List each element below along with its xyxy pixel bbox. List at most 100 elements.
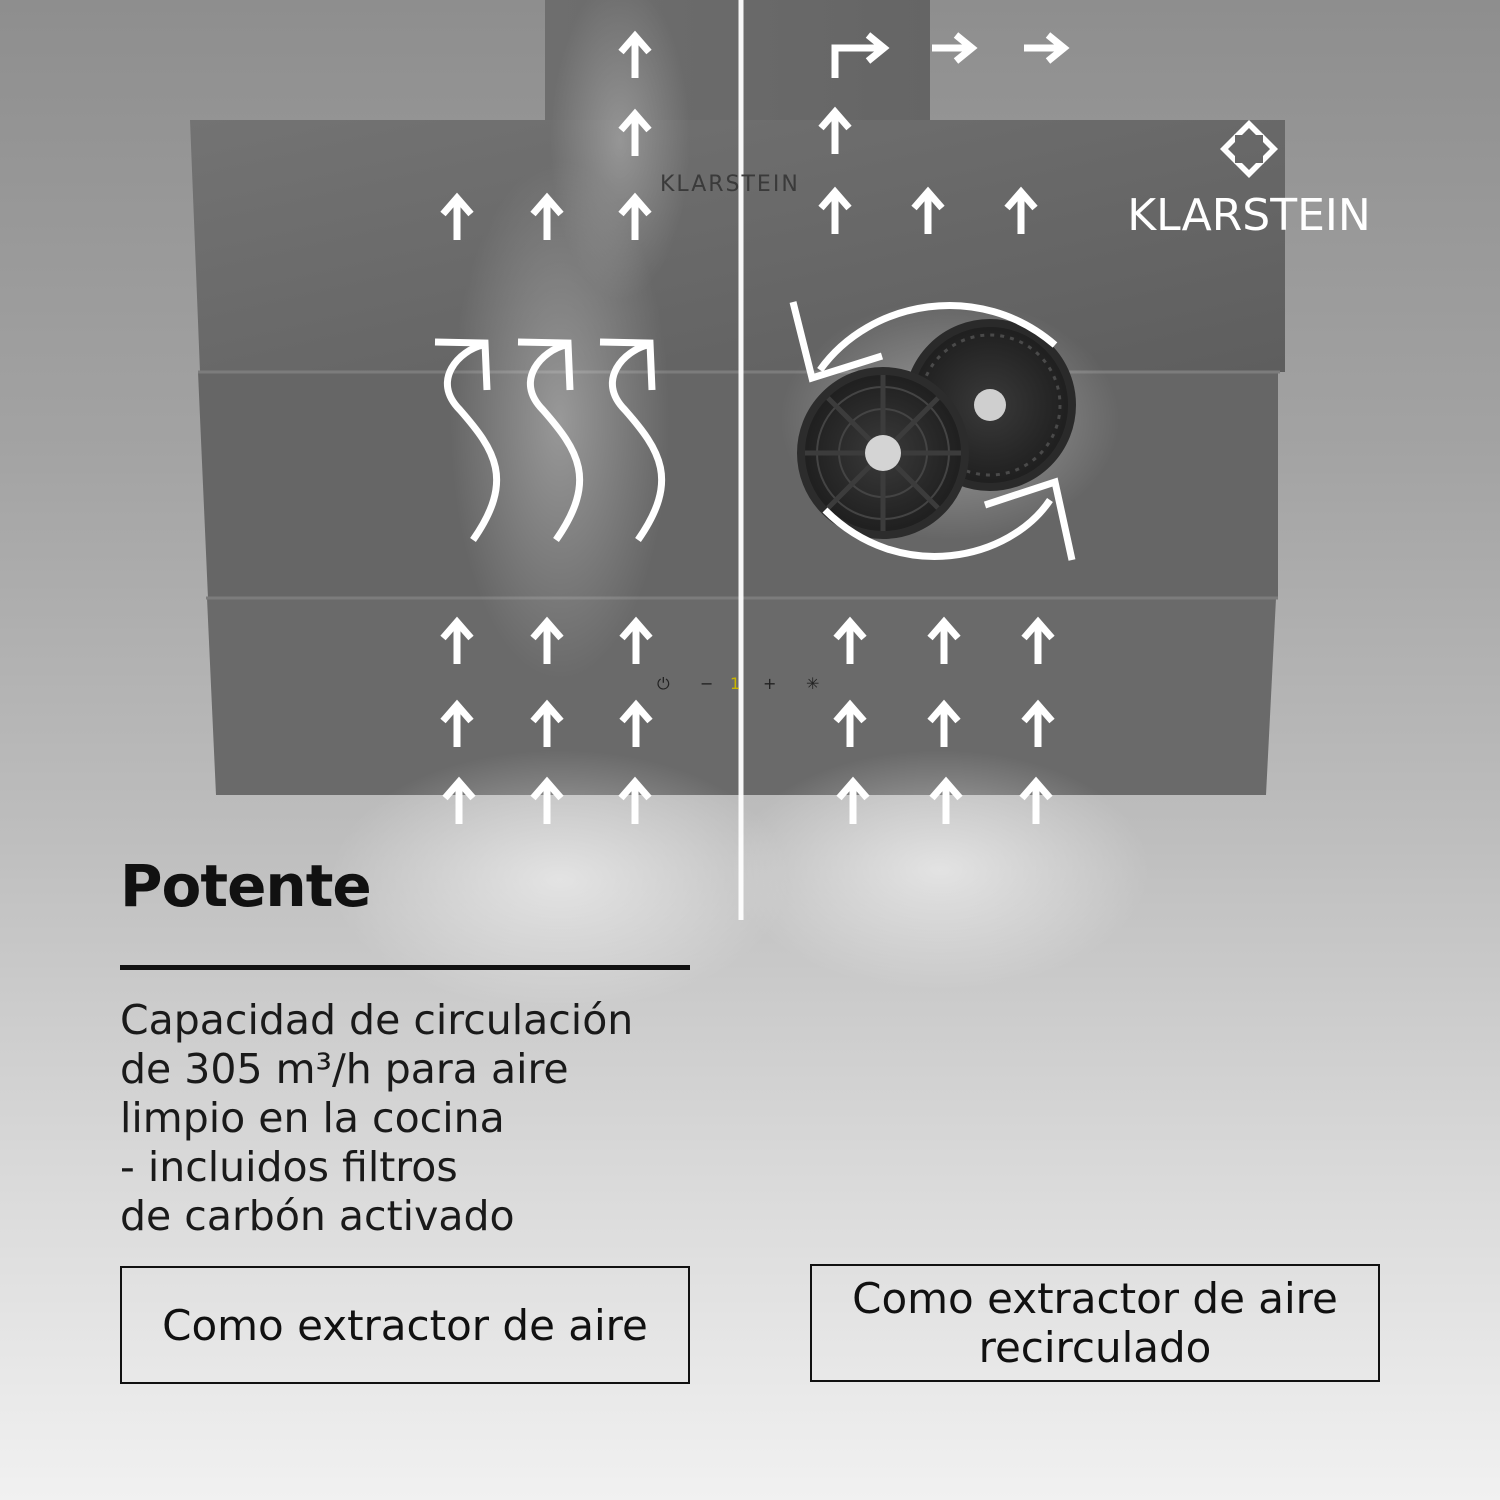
arrow-head [1045,32,1070,64]
arrow-shaft [831,44,880,78]
arrow-head [618,108,652,133]
up-arrow-icon [1021,616,1055,664]
carbon-filter-front [797,367,969,539]
arrow-curve [822,498,1053,560]
arrow-head [929,776,963,801]
arrow-head [530,192,564,217]
up-arrow-icon [927,699,961,747]
arrow-head [434,338,491,391]
up-arrow-icon [833,616,867,664]
arrow-head [530,616,564,641]
up-arrow-icon [530,192,564,240]
arrow-curve [608,341,666,543]
up-arrow-icon [818,186,852,234]
up-arrow-icon [619,699,653,747]
recirculation-arrows [789,32,1076,824]
arrow-head [618,192,652,217]
arrow-head [619,616,653,641]
arrow-head [983,477,1076,561]
arrow-head [836,776,870,801]
up-arrow-icon [442,776,476,824]
arrow-head [442,776,476,801]
arrow-curve [443,341,501,543]
arrow-head [833,699,867,724]
up-arrow-icon [818,106,852,154]
arrow-head [1004,186,1038,211]
arrow-head [599,338,656,391]
up-arrow-icon [618,192,652,240]
arrow-head [789,301,884,383]
arrow-head [818,106,852,131]
arrow-head [927,699,961,724]
brand-logo: KLARSTEIN [1118,118,1380,241]
up-arrow-icon [440,616,474,664]
smoke-cloud [330,750,790,1010]
arrow-head [1021,699,1055,724]
description: Capacidad de circulación de 305 m³/h par… [120,996,740,1241]
plus-control-icon: + [763,674,777,693]
light-control-icon: ✳ [806,674,820,693]
up-arrow-icon [1004,186,1038,234]
arrow-head [1021,616,1055,641]
description-line: Capacidad de circulación [120,996,634,1044]
arrow-head [911,186,945,211]
arrow-head [440,192,474,217]
description-line: limpio en la cocina [120,1094,505,1142]
up-arrow-icon [833,699,867,747]
circular-arrow-icon [789,301,1076,561]
minus-control-icon: − [700,674,714,693]
right-arrow-icon [932,32,978,64]
arrow-curve [817,302,1058,373]
arrow-head [530,699,564,724]
arrow-head [865,32,890,64]
up-arrow-icon [836,776,870,824]
right-arrow-icon [1024,32,1070,64]
hood-brand-print: KLARSTEIN [660,172,800,197]
headline: Potente [120,852,372,920]
description-line: de 305 m³/h para aire [120,1045,569,1093]
arrow-curve [526,341,584,543]
arrow-head [530,776,564,801]
headline-rule [120,965,690,970]
up-arrow-icon [618,108,652,156]
up-arrow-icon [530,616,564,664]
arrow-head [833,616,867,641]
wavy-arrow-icon [517,338,584,543]
description-line: de carbón activado [120,1192,515,1240]
up-arrow-icon [530,699,564,747]
wavy-arrow-icon [599,338,666,543]
arrow-head [440,616,474,641]
arrow-head [517,338,574,391]
up-arrow-icon [1019,776,1053,824]
mode-label-text: Como extractor de aire recirculado [852,1274,1338,1372]
arrow-head [953,32,978,64]
up-arrow-icon [911,186,945,234]
corner-arrow-icon [831,32,890,78]
brand-name: KLARSTEIN [1127,190,1371,241]
up-arrow-icon [929,776,963,824]
description-line: - incluidos filtros [120,1143,458,1191]
smoke-cloud [730,750,1150,990]
up-arrow-icon [440,699,474,747]
up-arrow-icon [619,616,653,664]
power-control-icon: ⏻ [657,674,670,693]
arrow-head [440,699,474,724]
mode-label-text: Como extractor de aire [162,1300,648,1350]
arrow-head [818,186,852,211]
arrow-head [619,699,653,724]
mode-label-recirculation: Como extractor de aire recirculado [810,1264,1380,1382]
arrow-head [927,616,961,641]
mode-label-exhaust: Como extractor de aire [120,1266,690,1384]
exhaust-airflow-arrows [434,30,666,824]
klarstein-diamond-icon [1220,120,1278,178]
up-arrow-icon [618,776,652,824]
level-display: 1 [730,674,741,693]
up-arrow-icon [440,192,474,240]
up-arrow-icon [1021,699,1055,747]
up-arrow-icon [927,616,961,664]
arrow-head [618,30,652,55]
wavy-arrow-icon [434,338,501,543]
up-arrow-icon [530,776,564,824]
